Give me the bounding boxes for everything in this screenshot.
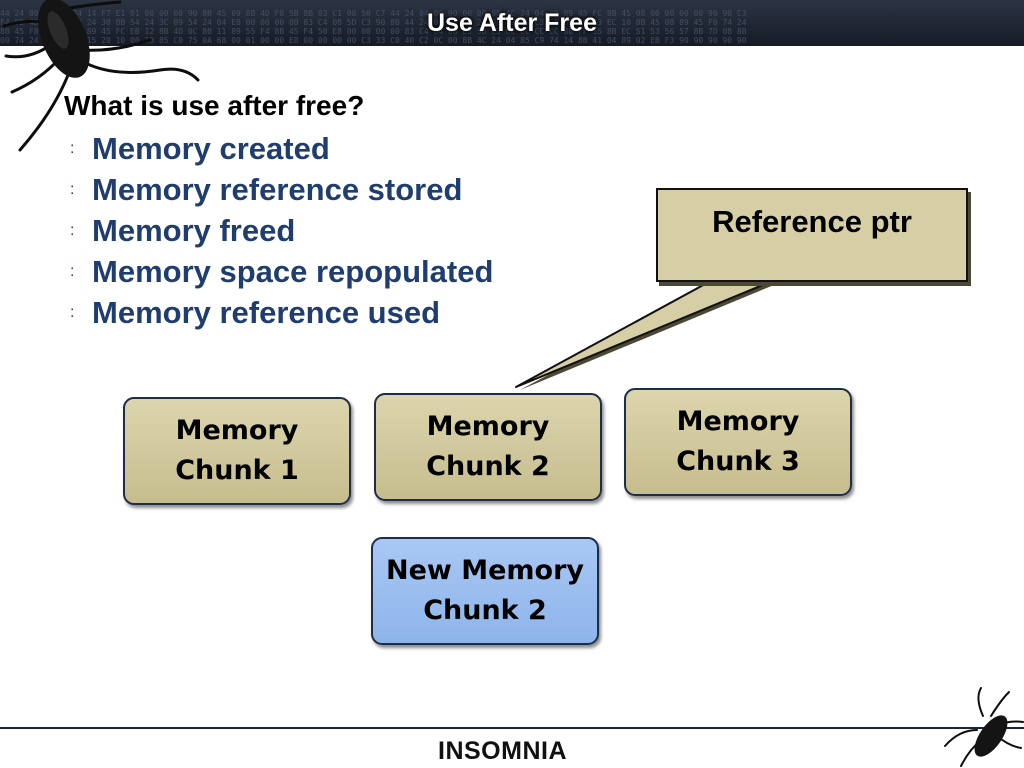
chunk-label-line2: Chunk 3 (676, 446, 800, 477)
chunk-label-line2: Chunk 2 (426, 451, 550, 482)
chunk-label-line1: Memory (426, 411, 550, 442)
bullet-text: Memory reference used (92, 294, 441, 330)
chunk-label-line2: Chunk 2 (423, 595, 547, 626)
list-item: : Memory reference stored (70, 169, 493, 210)
list-item: : Memory created (70, 128, 493, 169)
cockroach-icon (2, 0, 200, 152)
question-heading: What is use after free? (64, 90, 365, 121)
reference-ptr-callout: Reference ptr (656, 188, 968, 282)
bullet-marker: : (70, 180, 75, 198)
bullet-text: Memory freed (92, 212, 296, 248)
bullet-text: Memory reference stored (92, 171, 463, 207)
bullet-marker: : (70, 262, 75, 280)
cockroach-icon (944, 687, 1024, 767)
bullet-text: Memory space repopulated (92, 253, 494, 289)
footer-divider (0, 727, 1024, 729)
bullet-marker: : (70, 139, 75, 157)
chunk-label-line2: Chunk 1 (175, 455, 299, 486)
chunk-label-line1: New Memory (385, 555, 585, 586)
footer-brand-logo: INSOMNIA (438, 737, 567, 765)
reference-ptr-label: Reference ptr (712, 204, 912, 239)
list-item: : Memory space repopulated (70, 251, 493, 292)
bullet-text: Memory created (92, 130, 330, 166)
chunk-label-line1: Memory (676, 406, 800, 437)
bullet-list: : Memory created : Memory reference stored… (70, 128, 493, 333)
bullet-marker: : (70, 303, 75, 321)
list-item: : Memory reference used (70, 292, 493, 333)
bullet-marker: : (70, 221, 75, 239)
chunk-label-line1: Memory (175, 415, 299, 446)
slide-title: Use After Free (427, 9, 597, 37)
list-item: : Memory freed (70, 210, 493, 251)
